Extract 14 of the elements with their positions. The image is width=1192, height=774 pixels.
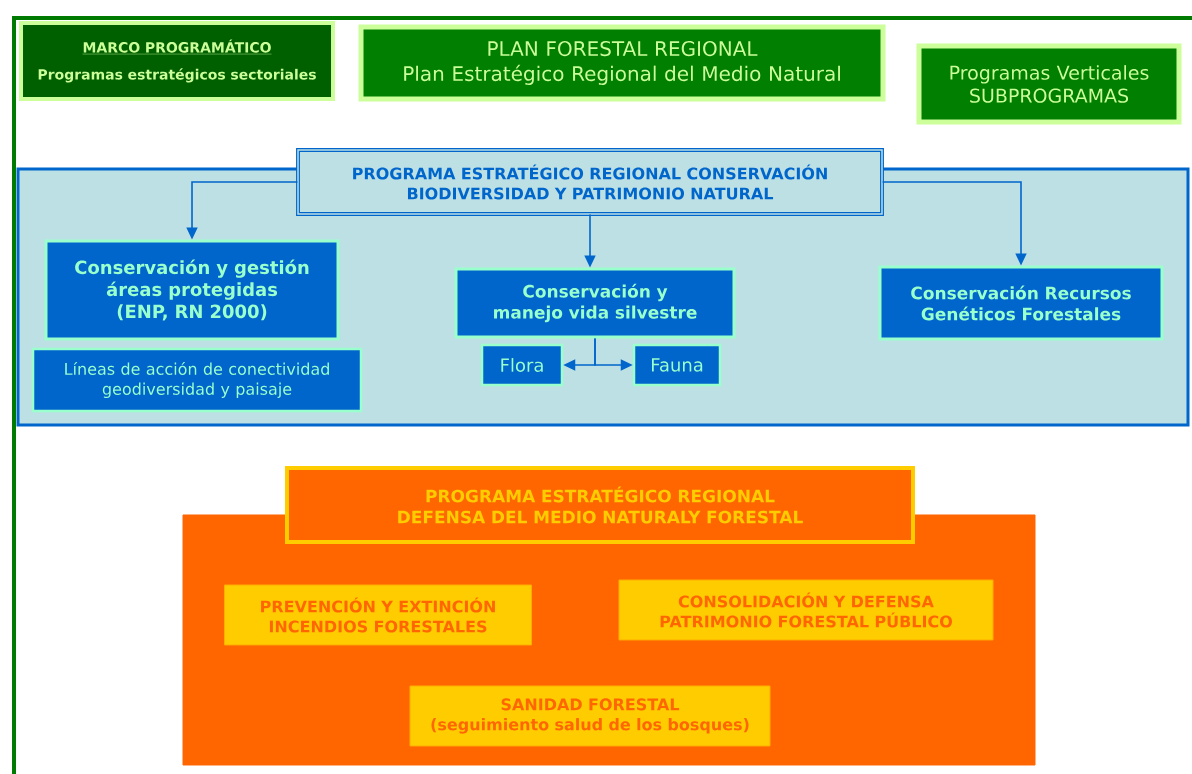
program-box: PROGRAMA ESTRATÉGICO REGIONAL DEFENSA DEL MEDIO NATURALY FORESTAL xyxy=(285,466,915,544)
subprogram-box: Conservación y manejo vida silvestre xyxy=(454,267,736,339)
heading-box: Programas Verticales SUBPROGRAMAS xyxy=(916,43,1182,125)
title-box: PLAN FORESTAL REGIONAL Plan Estratégico Regional del Medio Natural xyxy=(358,24,886,102)
category-box: Fauna xyxy=(632,343,722,387)
subprogram-box: PREVENCIÓN Y EXTINCIÓN INCENDIOS FORESTALES xyxy=(224,584,532,646)
action-box: Líneas de acción de conectividad geodiversidad y paisaje xyxy=(31,347,363,413)
subprogram-box: Conservación y gestión áreas protegidas (ENP, RN 2000) xyxy=(44,239,340,341)
program-box: PROGRAMA ESTRATÉGICO REGIONAL CONSERVACIÓN BIODIVERSIDAD Y PATRIMONIO NATURAL xyxy=(296,148,884,216)
subprogram-box: CONSOLIDACIÓN Y DEFENSA PATRIMONIO FORESTAL PÚBLICO xyxy=(618,579,994,641)
heading-box: MARCO PROGRAMÁTICO Programas estratégicos sectoriales xyxy=(19,21,335,101)
subprogram-box: SANIDAD FORESTAL (seguimiento salud de los bosques) xyxy=(409,685,771,747)
category-box: Flora xyxy=(480,343,564,387)
subprogram-box: Conservación Recursos Genéticos Forestales xyxy=(878,265,1164,341)
